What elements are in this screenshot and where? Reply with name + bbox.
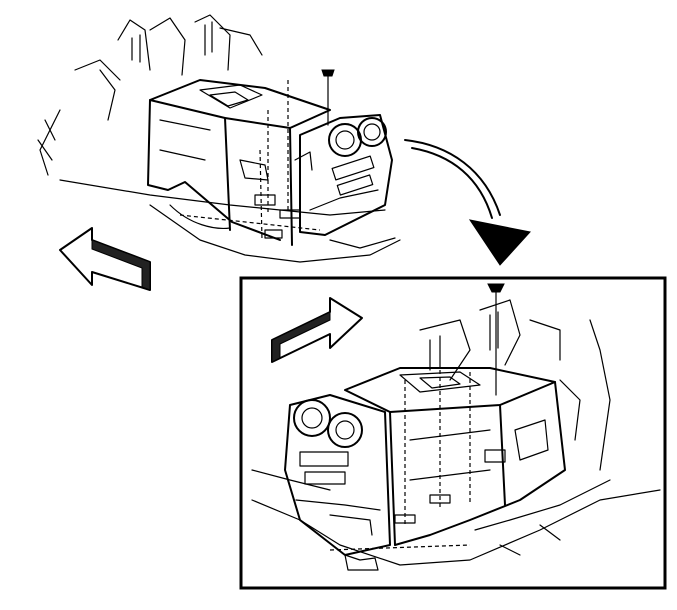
detail-console	[284, 367, 566, 556]
detail-right-arrow	[271, 297, 363, 363]
overview-fasteners	[254, 69, 335, 241]
overview-background-structure	[37, 14, 263, 176]
detail-view	[239, 276, 667, 590]
transition-arrow	[404, 139, 531, 266]
overview-left-arrow	[59, 227, 151, 291]
detail-background-structure	[419, 299, 611, 471]
overview-console	[147, 79, 393, 246]
overview-view	[37, 14, 401, 291]
detail-fasteners	[344, 283, 506, 571]
overview-floor	[59, 179, 401, 263]
